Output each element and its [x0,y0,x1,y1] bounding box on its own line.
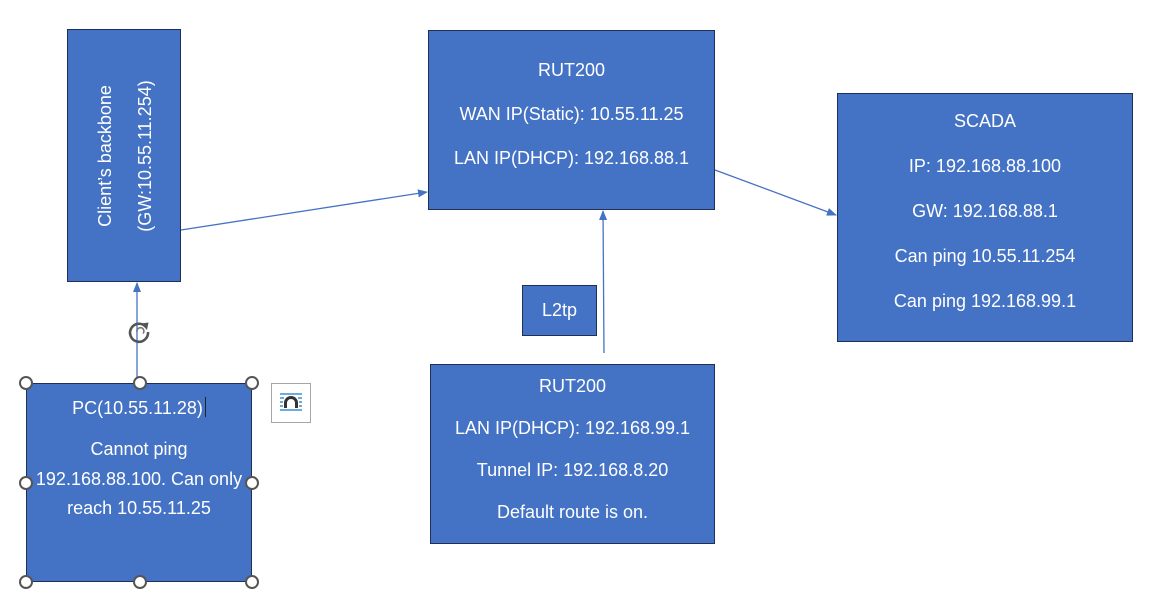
resize-handle-bottom-center[interactable] [133,575,147,589]
scada-ping-1: Can ping 10.55.11.254 [894,246,1076,266]
rut200-bottom-title: RUT200 [538,376,607,396]
rut200-top-title: RUT200 [537,60,606,80]
rut200-bottom-box[interactable]: RUT200 LAN IP(DHCP): 192.168.99.1 Tunnel… [430,364,715,544]
rut200-bottom-tunnel-ip: Tunnel IP: 192.168.8.20 [476,460,669,480]
rut200-bottom-lan-ip: LAN IP(DHCP): 192.168.99.1 [454,418,691,438]
resize-handle-bottom-right[interactable] [245,575,259,589]
resize-handle-middle-right[interactable] [245,476,259,490]
scada-gw: GW: 192.168.88.1 [912,201,1058,221]
rut200-top-box[interactable]: RUT200 WAN IP(Static): 10.55.11.25 LAN I… [428,30,715,210]
arrow-backbone-to-rut200 [180,189,428,231]
resize-handle-bottom-left[interactable] [19,575,33,589]
pc-title-row: PC(10.55.11.28) [72,397,206,435]
pc-title: PC(10.55.11.28) [72,398,203,418]
scada-ping-2: Can ping 192.168.99.1 [893,291,1077,311]
rotate-icon[interactable] [124,317,154,347]
resize-handle-top-right[interactable] [245,376,259,390]
scada-title: SCADA [953,111,1016,131]
rut200-bottom-route: Default route is on. [496,502,649,522]
client-backbone-box[interactable]: Client’s backbone (GW:10.55.11.254) [67,29,181,282]
pc-note: Cannot ping 192.168.88.100. Can only rea… [35,439,243,518]
resize-handle-top-center[interactable] [133,376,147,390]
rut200-top-wan-ip: WAN IP(Static): 10.55.11.25 [459,104,684,124]
text-cursor [204,397,206,417]
scada-box[interactable]: SCADA IP: 192.168.88.100 GW: 192.168.88.… [837,93,1133,342]
resize-handle-middle-left[interactable] [19,476,33,490]
pc-box[interactable]: PC(10.55.11.28) Cannot ping 192.168.88.1… [26,383,252,582]
client-backbone-line-1: Client’s backbone [95,85,115,227]
layout-options-button[interactable] [271,383,311,423]
l2tp-box[interactable]: L2tp [522,285,597,336]
resize-handle-top-left[interactable] [19,376,33,390]
scada-ip: IP: 192.168.88.100 [908,156,1062,176]
client-backbone-label: Client’s backbone (GW:10.55.11.254) [85,80,165,231]
arrow-rut200-to-scada [714,169,837,216]
arrow-rut200-bottom-to-top [599,210,608,354]
rut200-top-lan-ip: LAN IP(DHCP): 192.168.88.1 [453,148,690,168]
layout-options-icon [280,393,302,411]
client-backbone-line-2: (GW:10.55.11.254) [135,80,155,232]
l2tp-label: L2tp [541,300,578,320]
